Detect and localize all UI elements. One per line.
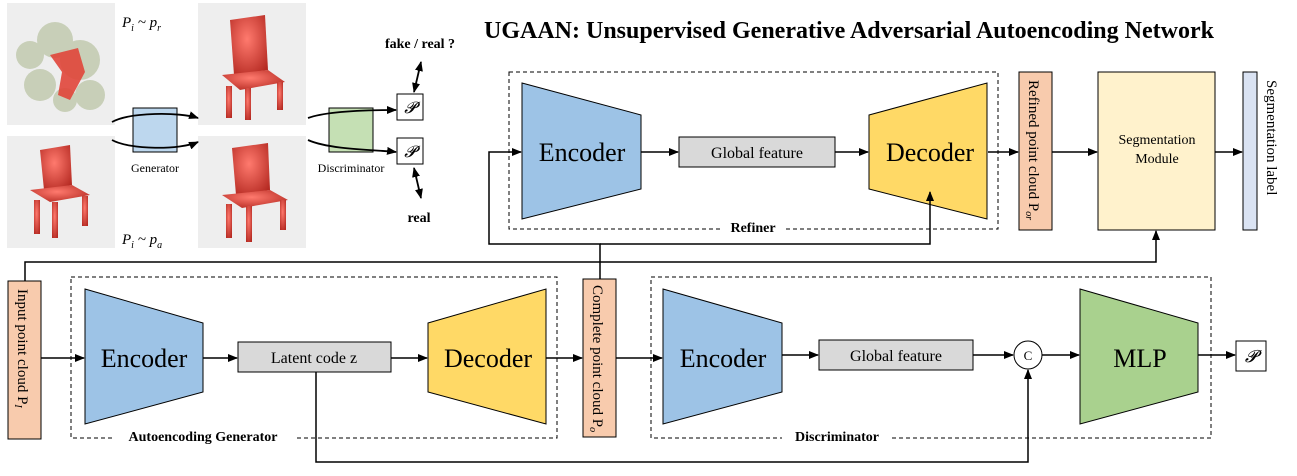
latent-code-label: Latent code z <box>271 350 357 367</box>
refiner-encoder <box>521 82 642 220</box>
generator-encoder-label: Encoder <box>101 344 188 373</box>
refiner-label: Refiner <box>730 221 775 236</box>
segmentation-label-text: Segmentation label <box>1263 80 1279 195</box>
latent-code <box>237 341 392 373</box>
discriminator-box <box>328 107 374 153</box>
complete-point-cloud-bar <box>582 278 617 438</box>
discriminator-output-box <box>1235 340 1267 372</box>
discriminator-group: Discriminator Encoder Global feature C M… <box>616 276 1267 446</box>
refiner-decoder-label: Decoder <box>886 138 974 167</box>
chair-output-2-shape <box>222 143 288 242</box>
autoencoding-generator-label: Autoencoding Generator <box>129 430 278 445</box>
chair-complete-shape <box>30 145 90 238</box>
segmentation-module <box>1097 71 1216 231</box>
label-pa: Pi ~ pa <box>121 232 162 251</box>
generator-encoder <box>84 288 204 425</box>
connectors <box>24 148 1160 463</box>
input-point-cloud-label: Input point cloud PI <box>12 289 30 408</box>
input-point-cloud-bar <box>7 280 42 440</box>
noise-points <box>16 22 105 112</box>
autoencoding-generator-group: Autoencoding Generator Encoder Latent co… <box>41 276 558 446</box>
discriminator-encoder <box>662 288 783 425</box>
segmentation-module-line1: Segmentation <box>1119 133 1196 148</box>
generator-label: Generator <box>131 161 179 175</box>
mlp-block <box>1079 288 1199 425</box>
refiner-decoder <box>868 82 988 220</box>
refiner-global-feature <box>678 136 836 168</box>
p-output-top <box>396 93 424 121</box>
complete-point-cloud-label: Complete point cloud Po <box>587 285 605 432</box>
refined-point-cloud-label: Refined point cloud Por <box>1023 80 1041 220</box>
refined-point-cloud-bar <box>1018 71 1053 231</box>
label-pr: Pi ~ pr <box>121 15 161 34</box>
discriminator-global-feature <box>818 339 974 371</box>
discriminator-encoder-label: Encoder <box>680 344 767 373</box>
real-label: real <box>407 211 430 226</box>
segmentation-label-bar <box>1242 71 1258 231</box>
p-output-bottom <box>396 137 424 165</box>
segmentation-module-line2: Module <box>1135 152 1179 167</box>
discriminator-label: Discriminator <box>795 430 879 445</box>
concat-label: C <box>1024 348 1033 363</box>
discriminator-global-feature-label: Global feature <box>850 348 942 365</box>
mlp-label: MLP <box>1113 344 1166 373</box>
inset-panel: Pi ~ pr Pi ~ pa Generator Discriminator … <box>7 3 455 251</box>
discriminator-label-inset: Discriminator <box>318 161 385 175</box>
refiner-group: Refiner Encoder Global feature Decoder <box>508 71 999 237</box>
fake-real-label: fake / real ? <box>385 37 455 52</box>
chair-output-1-shape <box>222 15 285 120</box>
generator-decoder <box>427 288 547 425</box>
diagram-title: UGAAN: Unsupervised Generative Adversari… <box>484 18 1214 44</box>
generator-decoder-label: Decoder <box>444 344 532 373</box>
refiner-encoder-label: Encoder <box>539 138 626 167</box>
refiner-global-feature-label: Global feature <box>711 145 803 162</box>
